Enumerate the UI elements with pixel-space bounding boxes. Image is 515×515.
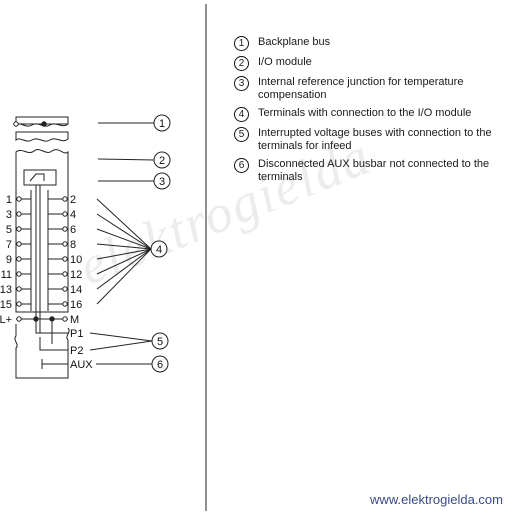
legend-text: Disconnected AUX busbar not connected to… <box>258 158 490 183</box>
legend-item: 4 Terminals with connection to the I/O m… <box>234 107 514 122</box>
legend-number: 1 <box>234 36 249 51</box>
legend-item: 3 Internal reference junction for temper… <box>234 76 514 102</box>
callout-2: 2 <box>153 151 171 169</box>
legend-number: 6 <box>234 158 249 173</box>
terminal-label: 4 <box>70 209 76 221</box>
terminal-label: 10 <box>70 254 82 266</box>
legend-text: I/O module <box>258 56 312 68</box>
terminal-label: 7 <box>6 239 12 251</box>
supply-buses <box>14 316 70 379</box>
terminal-label: 5 <box>6 224 12 236</box>
legend-number: 5 <box>234 127 249 142</box>
legend-text: Terminals with connection to the I/O mod… <box>258 107 472 119</box>
svg-text:1: 1 <box>159 118 165 130</box>
terminal-label: 15 <box>0 299 12 311</box>
terminal-label: 6 <box>70 224 76 236</box>
callout-3: 3 <box>153 172 171 190</box>
bus-label: P1 <box>70 328 83 340</box>
terminal-row <box>16 211 68 217</box>
legend-text: Backplane bus <box>258 36 331 48</box>
terminal-row <box>16 271 68 277</box>
terminal-labels-left: 1 3 5 7 9 11 13 15 L+ <box>0 194 12 326</box>
bus-label: AUX <box>70 359 93 371</box>
svg-text:6: 6 <box>157 359 163 371</box>
terminal-label: 12 <box>70 269 82 281</box>
legend-number: 4 <box>234 107 249 122</box>
terminal-row <box>16 286 68 292</box>
legend-number: 2 <box>234 56 249 71</box>
svg-text:3: 3 <box>159 176 165 188</box>
legend: 1 Backplane bus 2 I/O module 3 Internal … <box>234 36 514 189</box>
legend-item: 6 Disconnected AUX busbar not connected … <box>234 158 514 184</box>
legend-item: 2 I/O module <box>234 56 514 71</box>
callout-leaders <box>89 122 155 365</box>
terminal-row <box>16 301 68 307</box>
legend-number: 3 <box>234 76 249 91</box>
terminal-row <box>16 256 68 262</box>
terminal-labels-right: 2 4 6 8 10 12 14 16 M P1 P2 AUX <box>70 194 93 371</box>
callout-5: 5 <box>151 332 169 350</box>
terminal-label: 16 <box>70 299 82 311</box>
svg-text:5: 5 <box>157 336 163 348</box>
terminal-label: L+ <box>0 314 12 326</box>
terminal-label: 2 <box>70 194 76 206</box>
terminal-label: 1 <box>6 194 12 206</box>
callout-1: 1 <box>153 114 171 132</box>
legend-item: 1 Backplane bus <box>234 36 514 51</box>
terminal-label: M <box>70 314 79 326</box>
legend-text: Interrupted voltage buses with connectio… <box>258 127 492 152</box>
bus-label: P2 <box>70 345 83 357</box>
terminal-label: 9 <box>6 254 12 266</box>
legend-text: Internal reference junction for temperat… <box>258 76 464 101</box>
footer-url: www.elektrogielda.com <box>370 492 503 507</box>
terminal-row <box>16 196 68 202</box>
terminal-label: 13 <box>0 284 12 296</box>
backplane-bus <box>13 116 69 142</box>
svg-text:4: 4 <box>156 244 162 256</box>
callout-4: 4 <box>150 240 168 258</box>
terminal-label: 3 <box>6 209 12 221</box>
legend-item: 5 Interrupted voltage buses with connect… <box>234 127 514 153</box>
svg-text:2: 2 <box>159 155 165 167</box>
terminal-rows <box>16 196 68 307</box>
terminal-label: 14 <box>70 284 82 296</box>
io-module <box>15 149 69 333</box>
terminal-label: 11 <box>1 269 12 281</box>
terminal-label: 8 <box>70 239 76 251</box>
callout-6: 6 <box>151 355 169 373</box>
terminal-row <box>16 226 68 232</box>
terminal-row <box>16 241 68 247</box>
callouts: 1 2 3 4 5 6 <box>150 114 171 373</box>
